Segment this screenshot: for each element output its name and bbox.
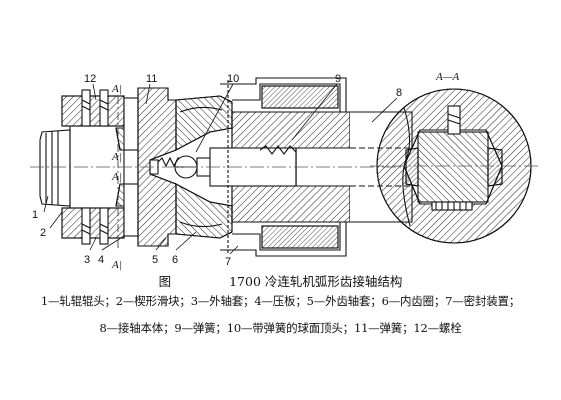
callout-4: 4 bbox=[98, 254, 104, 266]
callout-12: 12 bbox=[84, 73, 96, 85]
bolt-part bbox=[81, 89, 109, 245]
seal-device-part bbox=[220, 77, 347, 257]
callout-1: 1 bbox=[32, 209, 38, 221]
figure-title: 1700 冷连轧机弧形齿接轴结构 bbox=[229, 274, 403, 289]
cross-section-a-a-view bbox=[370, 88, 540, 244]
spring-9-part bbox=[259, 145, 297, 155]
callout-9: 9 bbox=[335, 73, 341, 85]
section-mark-a-bottom: A| bbox=[111, 259, 122, 271]
figure-label: 图 bbox=[158, 274, 172, 289]
callout-8: 8 bbox=[396, 87, 402, 99]
parts-legend-line-1: 1—轧辊辊头；2—楔形滑块；3—外轴套；4—压板；5—外齿轴套；6—内齿圈；7—… bbox=[40, 294, 521, 308]
callout-numbers: 12 11 10 9 8 1 2 3 4 5 6 7 bbox=[32, 73, 402, 268]
section-mark-a-top: A| bbox=[111, 83, 122, 95]
callout-7: 7 bbox=[225, 256, 231, 268]
section-mark-a-mid2: A| bbox=[111, 171, 122, 183]
parts-legend-line-2: 8—接轴本体；9—弹簧；10—带弹簧的球面顶头；11—弹簧；12—螺栓 bbox=[99, 321, 462, 335]
section-view-title: A—A bbox=[435, 71, 460, 83]
leader-lines bbox=[43, 83, 398, 255]
callout-3: 3 bbox=[84, 254, 90, 266]
longitudinal-section-view bbox=[30, 77, 420, 257]
callout-10: 10 bbox=[227, 73, 239, 85]
callout-5: 5 bbox=[152, 254, 158, 266]
callout-2: 2 bbox=[40, 227, 46, 239]
callout-6: 6 bbox=[172, 254, 178, 266]
figure-caption: 图 1700 冷连轧机弧形齿接轴结构 bbox=[0, 271, 561, 290]
roll-neck-part bbox=[39, 129, 71, 207]
section-mark-a-mid: A| bbox=[111, 151, 122, 163]
callout-11: 11 bbox=[146, 73, 157, 85]
section-marks: A| A| A| A| A—A bbox=[111, 71, 460, 271]
